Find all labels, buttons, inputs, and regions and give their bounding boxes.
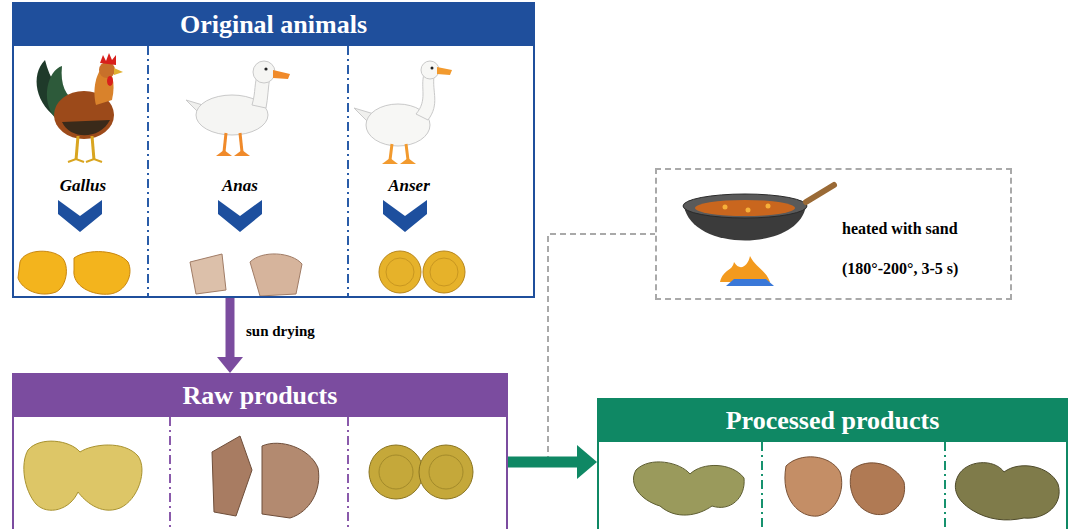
genus-label: Anser [388, 176, 430, 196]
column-divider [347, 417, 349, 529]
gizzard-ring [386, 258, 414, 286]
bird-foot [234, 150, 250, 156]
column-divider [944, 442, 946, 529]
wok-figure [683, 185, 834, 286]
raw-lining [419, 445, 473, 499]
gizzard-lining [379, 251, 421, 293]
step-text: heated with sand [842, 220, 958, 238]
duck-figure [186, 61, 290, 156]
bird-leg [390, 144, 392, 160]
bird-foot [216, 150, 232, 156]
step-text: (180°-200°, 3-5 s) [842, 260, 958, 278]
process-label: sun drying [246, 323, 315, 340]
bird-head [421, 61, 439, 79]
bird-head [253, 61, 275, 83]
connector-line [508, 457, 578, 468]
gizzard-lining [74, 252, 130, 295]
bird-leg [224, 133, 226, 152]
step-text-column: heated with sand (180°-200°, 3-5 s) [842, 220, 958, 279]
genus-label: Gallus [60, 176, 106, 196]
goose-beak [437, 67, 452, 75]
processed-lining [633, 462, 744, 515]
beak [114, 68, 123, 75]
connector-line [226, 298, 235, 358]
process-step-box: heated with sand (180°-200°, 3-5 s) [655, 168, 1012, 300]
chevron-arrow [218, 200, 262, 232]
chevron-arrow [58, 200, 102, 232]
processed-lining [850, 463, 904, 515]
bird-leg [240, 133, 242, 152]
wok-handle [806, 185, 834, 202]
wok-rim [683, 194, 807, 218]
bird-foot [382, 158, 398, 164]
arrowhead [577, 445, 597, 479]
process-arrow [217, 298, 243, 373]
processed-panel: Processed products [597, 398, 1068, 529]
genus-label: Anas [222, 176, 258, 196]
raw-lining [24, 441, 142, 510]
raw-lining [212, 436, 252, 516]
gizzard-lining [250, 254, 302, 296]
column-divider [347, 46, 349, 296]
panel-header-band: Raw products [14, 375, 506, 417]
processed-lining [785, 457, 842, 516]
gizzard-ring [430, 258, 458, 286]
wattle [107, 76, 113, 86]
hot-sand [695, 200, 795, 216]
bird-eye [264, 67, 267, 70]
column-divider [169, 417, 171, 529]
bird-leg [76, 136, 78, 160]
raw-ring [429, 455, 463, 489]
processed-lining [955, 463, 1059, 520]
gizzard-lining [190, 254, 226, 294]
flame [720, 256, 770, 282]
raw-lining [369, 445, 423, 499]
sand-grain [723, 205, 728, 210]
raw-lining [262, 443, 319, 518]
arrowhead [217, 357, 243, 373]
source-panel: Original animals [12, 2, 535, 298]
bird-neck [416, 74, 435, 120]
duck-bill [273, 70, 290, 79]
bird-leg [92, 136, 94, 160]
bird-foot [400, 158, 416, 164]
panel-header-band: Processed products [599, 400, 1066, 442]
panel-title: Processed products [726, 406, 940, 436]
bird-foot [68, 159, 84, 162]
rooster-figure [37, 53, 123, 162]
panel-title: Raw products [183, 381, 338, 411]
column-divider [147, 46, 149, 296]
chevron-arrow [383, 200, 427, 232]
panel-header-band: Original animals [14, 4, 533, 46]
panel-title: Original animals [180, 10, 367, 40]
raw-ring [379, 455, 413, 489]
bird-belly [62, 120, 110, 135]
comb [100, 53, 116, 65]
sand-grain [746, 208, 751, 213]
gizzard-lining [18, 251, 66, 294]
bird-eye [431, 67, 434, 70]
bird-foot [86, 159, 102, 162]
process-arrow [508, 445, 597, 479]
sand-grain [766, 204, 771, 209]
goose-figure [354, 61, 452, 164]
raw-panel: Raw products [12, 373, 508, 529]
bird-leg [406, 144, 408, 160]
gizzard-lining [423, 251, 465, 293]
column-divider [761, 442, 763, 529]
burner [726, 279, 774, 286]
